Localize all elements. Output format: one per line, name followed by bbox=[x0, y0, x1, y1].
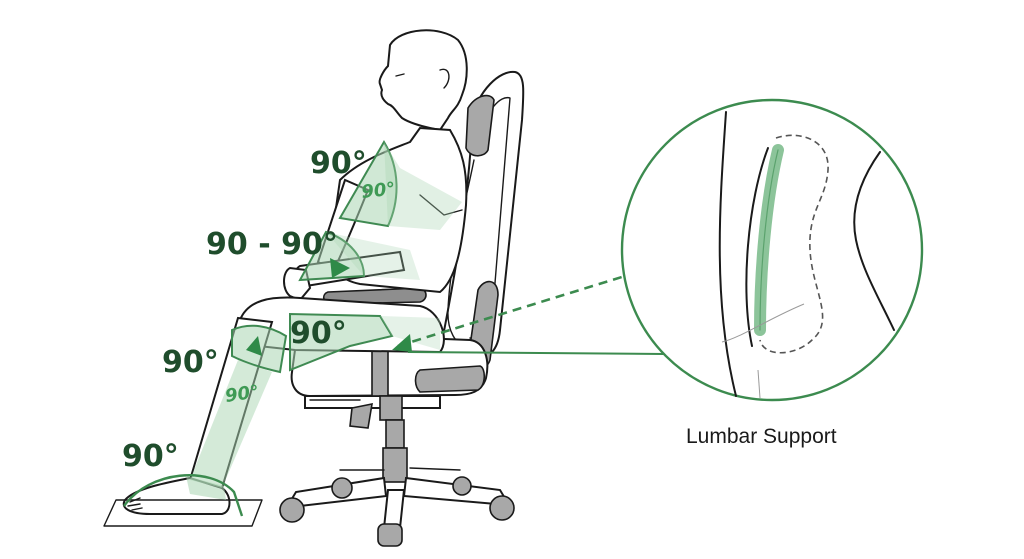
caster bbox=[452, 476, 472, 496]
caster bbox=[279, 497, 305, 523]
headrest-pillow bbox=[465, 94, 495, 157]
hip-angle-wedge bbox=[289, 312, 394, 372]
spine-outline-dashed bbox=[759, 134, 829, 354]
base-leg-front bbox=[382, 489, 406, 529]
caster bbox=[377, 523, 403, 547]
callout-arrow-icon bbox=[392, 334, 412, 352]
caster bbox=[331, 477, 353, 499]
hip-angle-label: 90° bbox=[290, 316, 347, 351]
knee-angle-inner-label: 90° bbox=[224, 381, 261, 407]
elbow-angle-inner-label: 90° bbox=[360, 179, 396, 203]
arrow-right-icon bbox=[330, 258, 350, 278]
ankle-angle-label: 90° bbox=[122, 439, 179, 474]
magnifier-circle bbox=[620, 98, 924, 402]
gas-cylinder bbox=[382, 447, 408, 483]
footrest-mat bbox=[103, 499, 263, 527]
caster bbox=[489, 495, 515, 521]
seat-mechanism bbox=[379, 395, 403, 421]
callout-solid-line bbox=[407, 351, 665, 355]
torso bbox=[328, 126, 468, 294]
lumbar-callout bbox=[392, 98, 924, 402]
elbow-angle-label: 90° bbox=[310, 146, 367, 181]
arrow-left-icon bbox=[246, 336, 262, 356]
knee-angle-label: 90° bbox=[162, 345, 219, 380]
lumbar-support-label: Lumbar Support bbox=[686, 425, 837, 448]
head bbox=[378, 29, 468, 132]
callout-dashed-line bbox=[397, 262, 665, 348]
elbow-angle-wedge bbox=[338, 140, 398, 228]
arm-angle-label: 90 - 90° bbox=[206, 227, 338, 262]
angle-indicators bbox=[123, 140, 462, 517]
